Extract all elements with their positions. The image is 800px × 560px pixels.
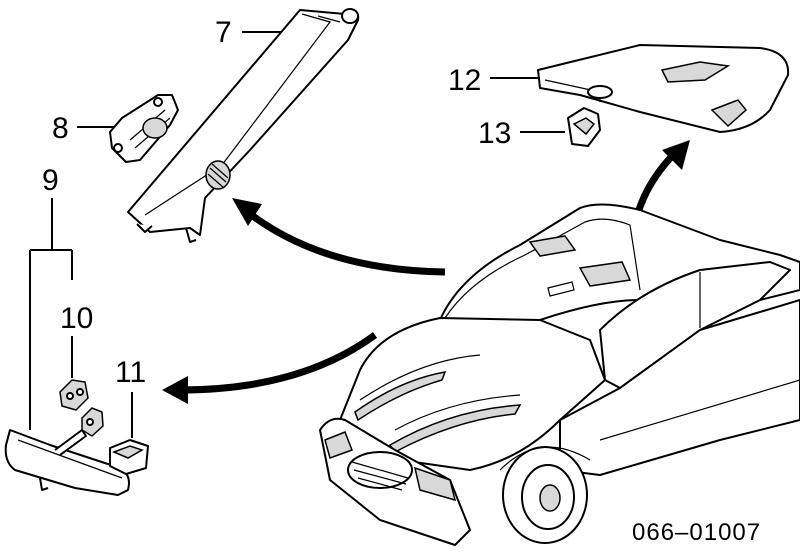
arrow-to-mirror (162, 332, 378, 404)
assist-grip-part (109, 94, 179, 163)
callout-10: 10 (60, 302, 93, 378)
callout-9: 9 (29, 164, 73, 430)
callout-12-label: 12 (448, 64, 481, 97)
callout-9-label: 9 (42, 164, 59, 197)
pillar-garnish-part (127, 8, 360, 243)
callout-11-label: 11 (115, 356, 146, 389)
callout-10-label: 10 (60, 302, 93, 335)
callout-8-label: 8 (52, 112, 69, 145)
vanity-mirror-icon (660, 61, 731, 83)
callout-13: 13 (478, 117, 565, 150)
sun-visor-part (537, 44, 790, 133)
arrow-to-pillar (232, 198, 446, 276)
callout-7-label: 7 (215, 16, 232, 49)
callout-7: 7 (215, 16, 285, 49)
diagram-id: 066–01007 (632, 519, 761, 546)
mirror-cover-part (109, 439, 149, 475)
callout-12: 12 (448, 64, 540, 97)
callout-13-label: 13 (478, 117, 511, 150)
visor-holder-part (567, 107, 601, 147)
mirror-mount-part (59, 379, 104, 437)
callout-11: 11 (115, 356, 146, 438)
vehicle-illustration (319, 203, 800, 546)
